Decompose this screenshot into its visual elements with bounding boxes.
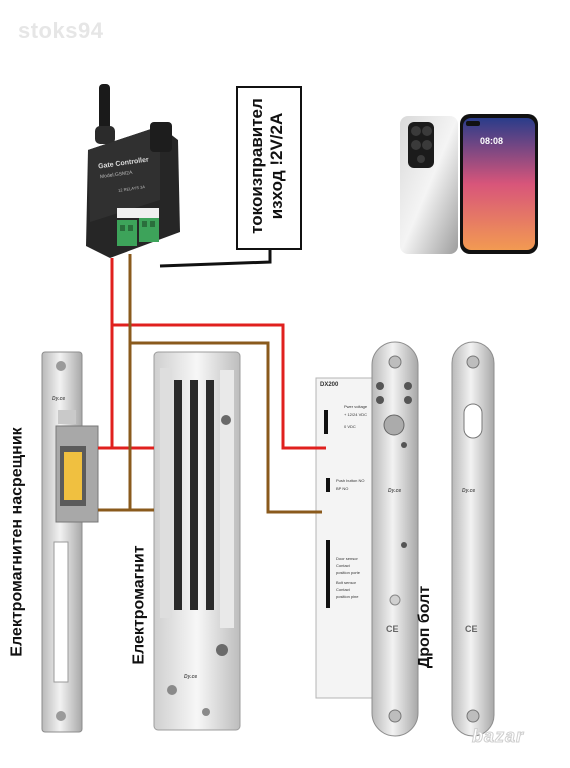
dropbolt-label: Дроп болт <box>416 585 433 669</box>
brand-logo-strike: Dy.ce <box>462 488 476 494</box>
smartphone <box>400 114 538 254</box>
maglock-label: Електромагнит <box>130 545 148 665</box>
psu-line-1: токоизправител <box>247 98 266 234</box>
brand-logo-magnet: Dy.ce <box>184 674 198 680</box>
db-line-10: position pine <box>336 594 359 599</box>
strike-label: Електромагнитен насрещник <box>9 427 26 657</box>
black-wire <box>159 248 272 268</box>
drop-bolt-lock <box>315 341 419 737</box>
phone-screen <box>463 118 535 250</box>
red-wire <box>110 258 326 450</box>
brand-logo-electric-strike: Dy.ce <box>52 396 66 402</box>
brown-wire <box>128 254 154 512</box>
watermark-text: stoks94 <box>18 18 104 43</box>
dropbolt-bolt <box>383 414 405 436</box>
electric-strike <box>41 351 99 733</box>
db-line-6: Contact <box>336 563 350 568</box>
maglock-label-wrap: Електромагнит <box>60 545 220 664</box>
db-line-7: position porte <box>336 570 361 575</box>
corner-watermark: bazar <box>471 726 525 747</box>
terminal-block-right <box>139 216 159 242</box>
db-line-1: + 12/24 VDC <box>344 412 368 417</box>
power-supply-box <box>236 86 302 250</box>
electromagnet <box>153 351 241 731</box>
phone-time: 08:08 <box>480 136 504 146</box>
terminal-block-left <box>117 220 137 246</box>
dropbolt-faceplate <box>371 341 419 737</box>
dropbolt-brand: DX200 <box>320 382 339 388</box>
antenna-base <box>95 126 115 144</box>
ce-mark-strike: CE <box>465 624 478 634</box>
psu-line-2: изход !2V/2A <box>267 112 286 220</box>
db-line-0: Pwer voltage <box>344 404 368 409</box>
dropbolt-strike-plate <box>451 341 495 737</box>
brand-logo-dropbolt: Dy.ce <box>388 488 402 494</box>
db-line-4: BP NO <box>336 486 349 491</box>
db-line-8: Bolt sensor <box>336 580 357 585</box>
db-line-3: Push button NO <box>336 478 365 483</box>
gate-controller <box>86 84 180 258</box>
ce-mark-dropbolt: CE <box>386 624 399 634</box>
db-line-2: 0 VDC <box>344 424 356 429</box>
db-line-5: Door sensor <box>336 556 358 561</box>
db-line-9: Contact <box>336 587 350 592</box>
